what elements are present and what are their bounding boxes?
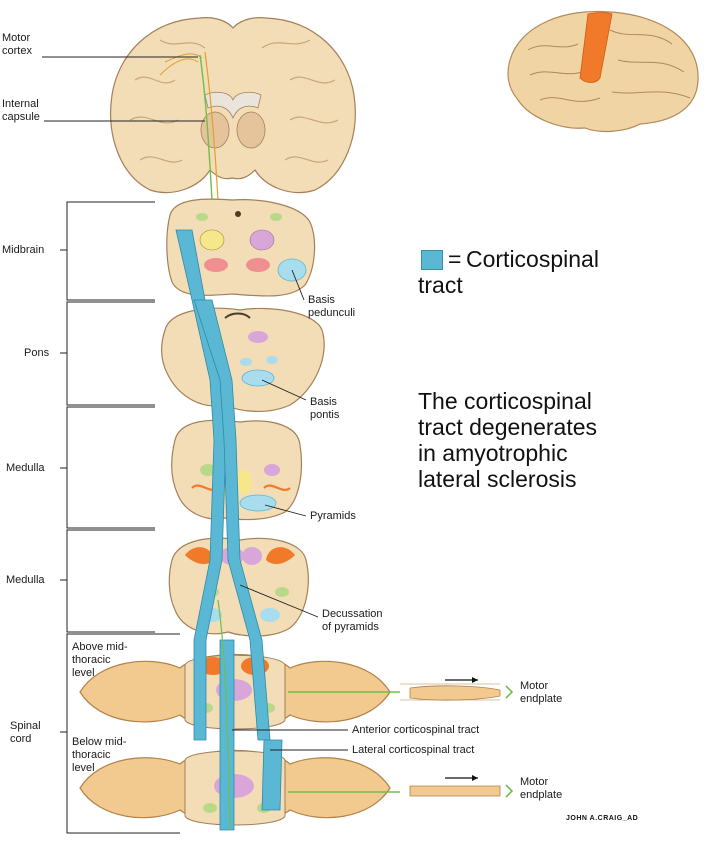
legend-label: Corticospinal tract <box>418 246 599 298</box>
label-midbrain: Midbrain <box>2 244 45 256</box>
leader-lines <box>42 56 348 751</box>
label-spinal-cord: Spinal cord <box>10 720 41 745</box>
legend-equals: = <box>448 246 462 272</box>
label-decussation: Decussation of pyramids <box>322 608 383 633</box>
label-basis-pontis: Basis pontis <box>310 396 340 421</box>
spinal-cord-upper-section <box>79 653 514 730</box>
label-medulla-upper: Medulla <box>6 462 45 474</box>
artist-signature: JOHN A.CRAIG_AD <box>566 815 639 822</box>
spinal-cord-lower-section <box>79 749 514 826</box>
label-anterior-tract: Anterior corticospinal tract <box>352 724 480 736</box>
label-below-mid-thoracic: Below mid- thoracic level <box>72 736 127 774</box>
coronal-brain-section <box>110 17 356 201</box>
label-internal-capsule: Internal capsule <box>2 98 40 123</box>
label-lateral-tract: Lateral corticospinal tract <box>352 744 475 756</box>
label-basis-pedunculi: Basis pedunculi <box>308 294 356 319</box>
corticospinal-tract <box>175 229 283 831</box>
midbrain-section <box>166 198 316 297</box>
lateral-brain-icon <box>507 10 699 133</box>
label-medulla-lower: Medulla <box>6 574 45 586</box>
label-pyramids: Pyramids <box>310 510 356 522</box>
caption-text: The corticospinal tract degenerates in a… <box>418 388 598 492</box>
pons-section <box>161 307 325 413</box>
label-pons: Pons <box>24 347 50 359</box>
region-brackets <box>60 201 180 834</box>
legend-swatch <box>421 250 443 270</box>
label-above-mid-thoracic: Above mid- thoracic level <box>72 641 128 679</box>
label-motor-cortex: Motor cortex <box>2 32 32 57</box>
label-motor-endplate-1: Motor endplate <box>520 680 563 705</box>
label-motor-endplate-2: Motor endplate <box>520 776 563 801</box>
